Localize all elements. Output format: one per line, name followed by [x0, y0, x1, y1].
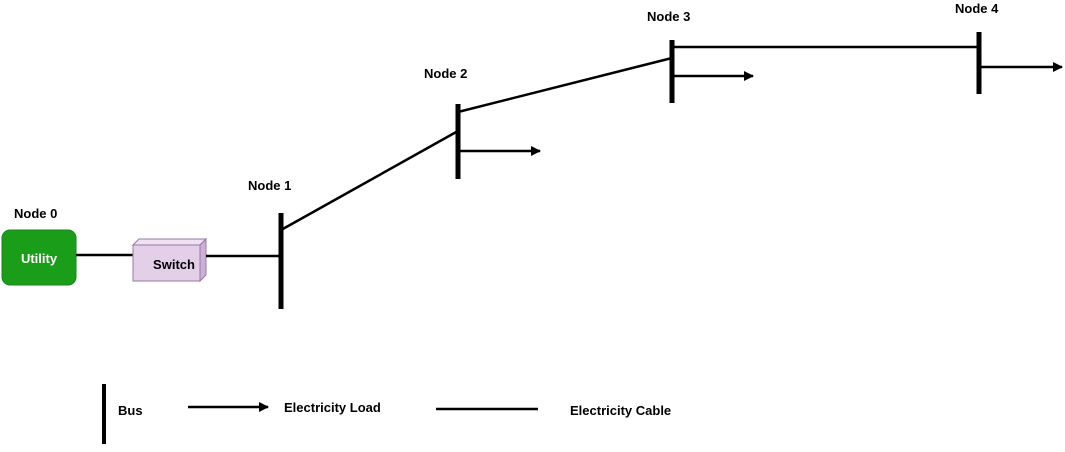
legend-bus-label: Bus [118, 403, 143, 418]
legend: Bus Electricity Load Electricity Cable [102, 384, 671, 444]
node-4-label: Node 4 [955, 1, 999, 16]
switch-component: Switch [131, 237, 208, 283]
node-0-label: Node 0 [14, 206, 57, 221]
switch-top-face [131, 238, 208, 246]
legend-load-label: Electricity Load [284, 400, 381, 415]
switch-front-face [132, 244, 201, 282]
switch-side-face [199, 237, 207, 283]
cable-node2-to-node3 [457, 56, 673, 114]
node-3-label: Node 3 [647, 9, 690, 24]
switch-label: Switch [153, 257, 195, 272]
node-1-label: Node 1 [248, 178, 291, 193]
cable-node1-to-node2 [280, 129, 459, 232]
utility-source: Utility [1, 229, 77, 286]
utility-label: Utility [21, 251, 58, 266]
legend-cable-label: Electricity Cable [570, 403, 671, 418]
utility-box [1, 229, 77, 286]
node-2-label: Node 2 [424, 66, 467, 81]
